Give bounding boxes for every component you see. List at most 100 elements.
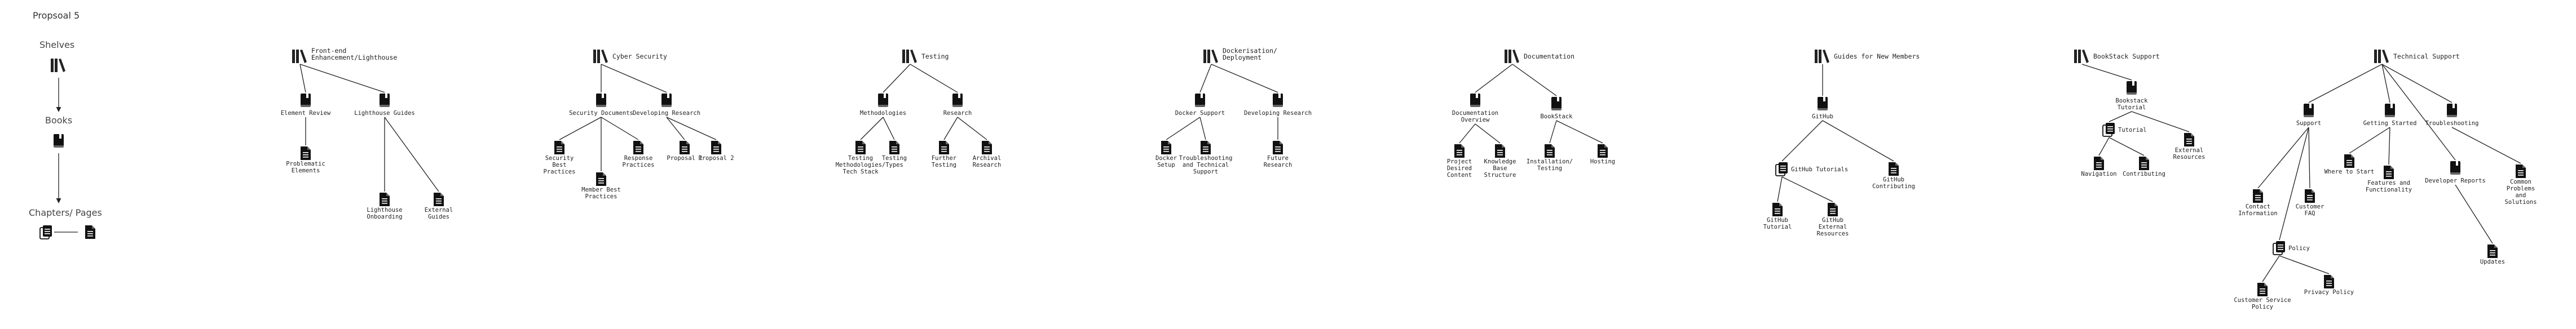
shelf-title-guides-for-new-members: Guides for New Members <box>1834 52 1920 60</box>
page-icon <box>2184 133 2194 146</box>
shelf-title-cyber-security: Cyber Security <box>612 52 667 60</box>
node-updates-line: Updates <box>2480 259 2505 265</box>
node-troubleshooting-and-technical-support-line: and Technical <box>1183 162 1229 168</box>
shelf-books-icon <box>2374 50 2389 63</box>
node-customer-faq-line: FAQ <box>2305 210 2315 217</box>
node-security-documents: Security Documents <box>569 110 633 117</box>
shelf-books-icon <box>902 50 917 63</box>
page-icon <box>680 141 690 154</box>
book-icon <box>1818 97 1828 110</box>
proposal-title: Propsoal 5 <box>33 10 80 21</box>
node-installation-testing: Installation/Testing <box>1527 158 1573 172</box>
node-bookstack: BookStack <box>1541 113 1573 120</box>
node-developing-research: Developing Research <box>1244 110 1312 117</box>
book-icon <box>2447 104 2457 117</box>
page-icon <box>2305 189 2315 203</box>
node-github: GitHub <box>1812 113 1833 120</box>
node-privacy-policy-line: Privacy Policy <box>2304 289 2354 296</box>
edge-line <box>299 64 306 93</box>
node-further-testing-line: Further <box>932 155 956 162</box>
node-problematic-elements-line: Elements <box>292 167 320 174</box>
shelf-books-icon <box>1505 50 1519 63</box>
shelf-books-icon <box>2074 50 2089 63</box>
shelf-title-bookstack-support: BookStack Support <box>2093 52 2160 60</box>
edge-line <box>2308 64 2383 103</box>
node-github-line: GitHub <box>1812 113 1833 120</box>
node-docker-setup-line: Setup <box>1157 162 1175 168</box>
node-updates: Updates <box>2480 259 2505 265</box>
edge-line <box>1199 117 1206 140</box>
edge-line <box>1199 64 1212 93</box>
edge-line <box>2381 64 2453 103</box>
page-icon <box>2487 244 2498 258</box>
node-project-desired-content-line: Desired <box>1447 165 1472 172</box>
node-developer-reports: Developer Reports <box>2425 177 2485 184</box>
edge-line <box>666 117 685 140</box>
legend-shelves-label: Shelves <box>39 39 75 50</box>
page-icon <box>301 146 311 160</box>
shelf-title-testing: Testing <box>921 52 949 60</box>
node-testing-types-line: Testing <box>882 155 907 162</box>
node-hosting: Hosting <box>1590 158 1615 165</box>
edge-line <box>1475 123 1501 144</box>
legend-books-label: Books <box>45 115 73 126</box>
shelf-title-dockerisation-deployment: Dockerisation/Deployment <box>1223 47 1277 61</box>
page-icon <box>1545 144 1555 158</box>
node-documentation-overview-line: Overview <box>1461 117 1490 123</box>
book-icon <box>1273 94 1283 107</box>
node-github-external-resources-line: Resources <box>1817 230 1849 237</box>
shelf-title-dockerisation-deployment-line: Deployment <box>1223 54 1261 61</box>
book-icon <box>878 94 888 107</box>
node-further-testing-line: Testing <box>932 162 956 168</box>
node-external-guides-line: External <box>425 207 453 214</box>
page-icon <box>855 141 866 154</box>
node-github-external-resources-line: External <box>1819 224 1847 230</box>
edge-line <box>2131 111 2190 132</box>
book-icon <box>1470 94 1480 107</box>
node-security-documents-line: Security Documents <box>569 110 633 117</box>
edge-line <box>601 117 639 140</box>
page-icon <box>434 193 444 206</box>
edge-line <box>384 117 439 192</box>
shelf-title-documentation: Documentation <box>1524 52 1574 60</box>
node-knowledge-base-structure-line: Knowledge <box>1484 158 1516 165</box>
book-icon <box>596 94 606 107</box>
node-tutorial: Tutorial <box>2118 127 2147 134</box>
node-policy-line: Policy <box>2288 245 2310 252</box>
node-support: Support <box>2296 120 2321 127</box>
page-icon <box>1598 144 1608 158</box>
node-getting-started: Getting Started <box>2363 120 2417 127</box>
node-lighthouse-onboarding-line: Onboarding <box>367 214 402 220</box>
shelf-title-front-end-enhancement-lighthouse-line: Front-end <box>311 47 346 55</box>
edge-line <box>299 64 385 93</box>
node-proposal-1-line: Proposal 1 <box>667 155 702 162</box>
legend <box>54 78 78 233</box>
book-icon <box>2304 104 2314 117</box>
node-troubleshooting-line: Troubleshooting <box>2425 120 2479 127</box>
chapter-icon <box>2102 123 2115 137</box>
legend-chapters-label: Chapters/ Pages <box>29 207 102 218</box>
page-icon <box>939 141 949 154</box>
book-icon <box>661 94 672 107</box>
node-customer-faq-line: Customer <box>2296 203 2324 210</box>
book-icon <box>1195 94 1205 107</box>
page-icon <box>1772 203 1783 216</box>
page-icon <box>2253 189 2263 203</box>
page-icon <box>380 193 390 206</box>
node-bookstack-tutorial-line: Tutorial <box>2118 104 2146 111</box>
node-security-best-practices-line: Best <box>552 162 566 168</box>
shelf-title-guides-for-new-members-line: Guides for New Members <box>1834 52 1920 60</box>
page-icon <box>2384 166 2394 179</box>
